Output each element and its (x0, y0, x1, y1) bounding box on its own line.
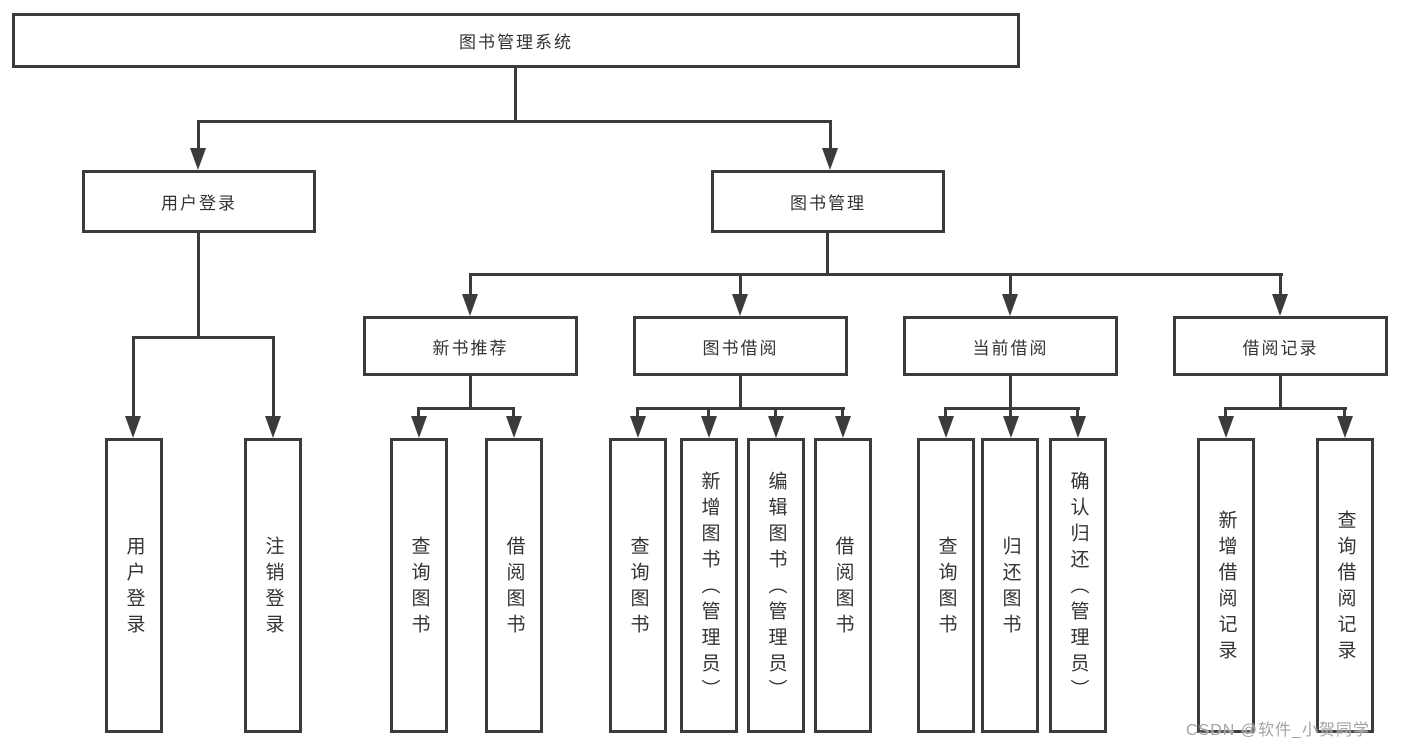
arrow-to-book-management (822, 148, 838, 170)
node-leaf-add-borrow-record-label: 新增借阅记录 (1215, 509, 1237, 666)
arrow-to-leaf-add-borrow-record (1218, 416, 1234, 438)
connector-new-book-recommend-stem (469, 376, 472, 407)
node-book-borrow-label: 图书借阅 (702, 338, 779, 358)
node-book-management-label: 图书管理 (790, 194, 866, 213)
node-leaf-add-books-admin: 新增图书（管理员） (680, 438, 738, 733)
node-user-login: 用户登录 (82, 170, 316, 233)
node-borrow-records-label: 借阅记录 (1242, 338, 1319, 358)
node-leaf-query-books-current: 查询图书 (917, 438, 975, 733)
node-book-management: 图书管理 (711, 170, 945, 233)
connector-current-borrow-stem (1009, 376, 1012, 407)
node-new-book-recommend: 新书推荐 (363, 316, 578, 376)
connector-new-book-recommend-split (417, 407, 515, 410)
connector-borrow-records-stem (1279, 376, 1282, 407)
connector-to-leaf-query-books-current (944, 407, 947, 418)
connector-to-leaf-return-books (1009, 407, 1012, 418)
arrow-to-user-login (190, 148, 206, 170)
node-leaf-user-login: 用户登录 (105, 438, 163, 733)
arrow-to-leaf-add-books-admin (701, 416, 717, 438)
connector-borrow-records-split (1224, 407, 1347, 410)
node-leaf-query-books-current-label: 查询图书 (935, 535, 957, 640)
connector-user-login-stem (197, 233, 200, 336)
connector-to-leaf-logout (272, 336, 275, 418)
node-leaf-add-books-admin-label: 新增图书（管理员） (698, 470, 720, 705)
node-leaf-confirm-return-admin-label: 确认归还（管理员） (1067, 470, 1089, 705)
connector-book-borrow-split (636, 407, 845, 410)
connector-to-current-borrow (1009, 273, 1012, 298)
connector-to-leaf-add-borrow-record (1224, 407, 1227, 418)
connector-to-borrow-records (1279, 273, 1282, 298)
node-leaf-return-books-label: 归还图书 (999, 535, 1021, 640)
arrow-to-leaf-query-books-recommend (411, 416, 427, 438)
connector-to-book-borrow (739, 273, 742, 298)
csdn-watermark: CSDN @软件_小贺同学 (1186, 722, 1370, 739)
connector-to-leaf-query-books-recommend (417, 407, 420, 418)
connector-to-user-login (197, 120, 200, 152)
arrow-to-leaf-query-borrow-record (1337, 416, 1353, 438)
connector-to-leaf-query-borrow-record (1343, 407, 1346, 418)
connector-root-split (197, 120, 832, 123)
connector-root-stem (514, 68, 517, 120)
node-leaf-return-books: 归还图书 (981, 438, 1039, 733)
node-leaf-edit-books-admin-label: 编辑图书（管理员） (765, 470, 787, 705)
node-leaf-logout-label: 注销登录 (262, 535, 284, 640)
arrow-to-leaf-confirm-return-admin (1070, 416, 1086, 438)
connector-to-leaf-confirm-return-admin (1076, 407, 1079, 418)
node-leaf-confirm-return-admin: 确认归还（管理员） (1049, 438, 1107, 733)
connector-to-new-book-recommend (469, 273, 472, 298)
arrow-to-borrow-records (1272, 294, 1288, 316)
arrow-to-leaf-edit-books-admin (768, 416, 784, 438)
node-leaf-borrow-books-label: 借阅图书 (832, 535, 854, 640)
node-new-book-recommend-label: 新书推荐 (432, 338, 509, 358)
node-leaf-query-borrow-record: 查询借阅记录 (1316, 438, 1374, 733)
node-root-label: 图书管理系统 (459, 33, 573, 52)
arrow-to-current-borrow (1002, 294, 1018, 316)
connector-to-leaf-edit-books-admin (774, 407, 777, 418)
node-leaf-borrow-books: 借阅图书 (814, 438, 872, 733)
connector-to-leaf-borrow-books-recommend (512, 407, 515, 418)
node-leaf-logout: 注销登录 (244, 438, 302, 733)
node-leaf-query-borrow-record-label: 查询借阅记录 (1334, 509, 1356, 666)
arrow-to-leaf-borrow-books (835, 416, 851, 438)
connector-current-borrow-split (944, 407, 1080, 410)
node-leaf-query-books-borrow: 查询图书 (609, 438, 667, 733)
arrow-to-leaf-query-books-borrow (630, 416, 646, 438)
node-leaf-borrow-books-recommend: 借阅图书 (485, 438, 543, 733)
node-current-borrow: 当前借阅 (903, 316, 1118, 376)
node-borrow-records: 借阅记录 (1173, 316, 1388, 376)
arrow-to-leaf-borrow-books-recommend (506, 416, 522, 438)
node-leaf-borrow-books-recommend-label: 借阅图书 (503, 535, 525, 640)
connector-to-leaf-query-books-borrow (636, 407, 639, 418)
node-leaf-edit-books-admin: 编辑图书（管理员） (747, 438, 805, 733)
node-leaf-query-books-borrow-label: 查询图书 (627, 535, 649, 640)
node-leaf-query-books-recommend: 查询图书 (390, 438, 448, 733)
connector-to-leaf-borrow-books (841, 407, 844, 418)
node-user-login-label: 用户登录 (161, 194, 237, 213)
connector-book-management-split (469, 273, 1283, 276)
arrow-to-leaf-query-books-current (938, 416, 954, 438)
connector-book-borrow-stem (739, 376, 742, 407)
connector-to-book-management (829, 120, 832, 152)
arrow-to-leaf-return-books (1003, 416, 1019, 438)
arrow-to-leaf-logout (265, 416, 281, 438)
node-book-borrow: 图书借阅 (633, 316, 848, 376)
connector-user-login-split (132, 336, 275, 339)
node-leaf-add-borrow-record: 新增借阅记录 (1197, 438, 1255, 733)
node-leaf-query-books-recommend-label: 查询图书 (408, 535, 430, 640)
arrow-to-leaf-user-login (125, 416, 141, 438)
node-current-borrow-label: 当前借阅 (972, 338, 1049, 358)
connector-to-leaf-add-books-admin (707, 407, 710, 418)
arrow-to-book-borrow (732, 294, 748, 316)
connector-book-management-stem (826, 233, 829, 273)
node-root: 图书管理系统 (12, 13, 1020, 68)
arrow-to-new-book-recommend (462, 294, 478, 316)
node-leaf-user-login-label: 用户登录 (123, 535, 145, 640)
connector-to-leaf-user-login (132, 336, 135, 418)
